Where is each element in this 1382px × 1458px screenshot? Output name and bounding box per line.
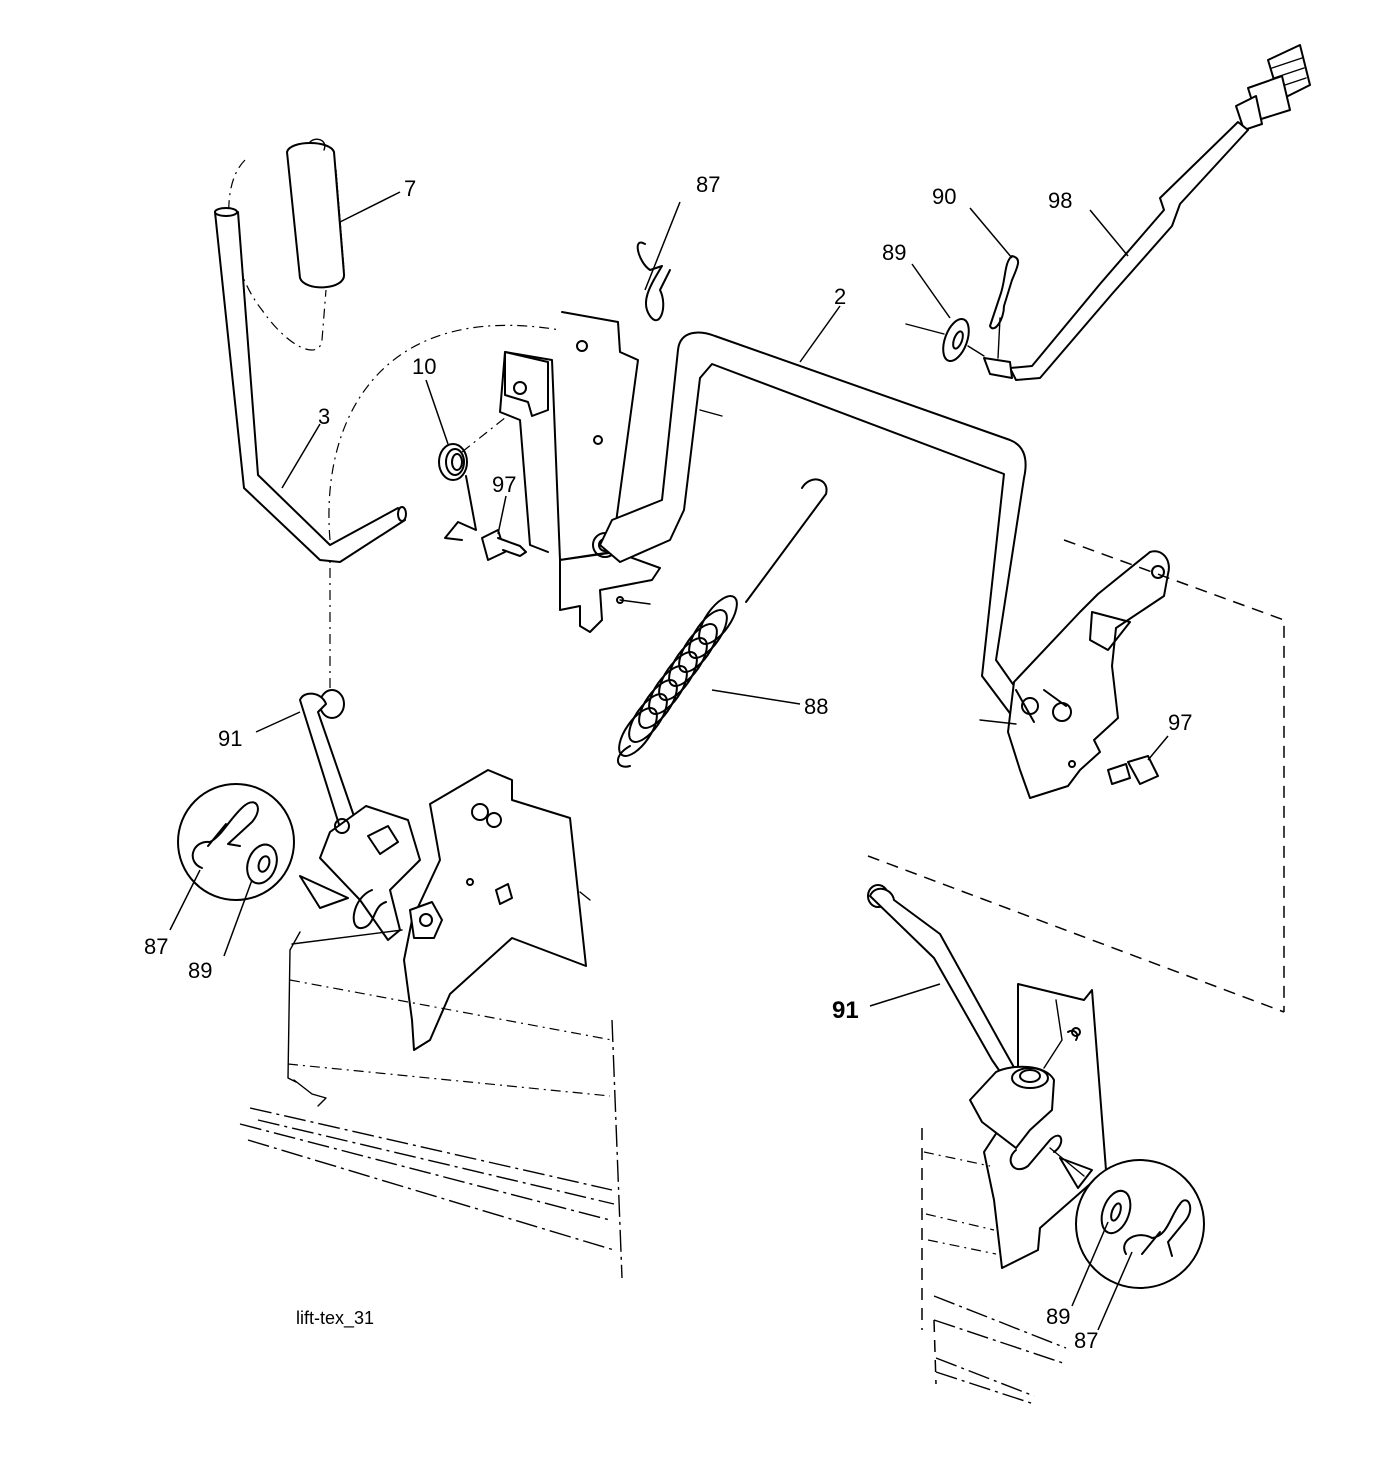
callout-98: 98 [1048, 188, 1072, 213]
callout-90: 90 [932, 184, 956, 209]
part-97-bolt-left [481, 529, 527, 561]
callout-89-detail-left: 89 [188, 958, 212, 983]
alignment-box-right [867, 539, 1285, 1013]
part-97-bolt-right [1107, 735, 1169, 785]
leader-2 [799, 305, 841, 363]
lift-arm-right [979, 550, 1170, 799]
callout-91-right: 91 [832, 997, 859, 1024]
part-2-lift-shaft [599, 331, 1027, 717]
callout-97-right: 97 [1168, 710, 1192, 735]
callout-89-top: 89 [882, 240, 906, 265]
part-10-torsion-spring [438, 443, 477, 541]
callout-87-top: 87 [696, 172, 720, 197]
part-90-clip [969, 207, 1019, 359]
leader-10 [425, 379, 449, 445]
part-87-hairpin-clip-top [636, 201, 681, 322]
figure-id: lift-tex_31 [296, 1308, 374, 1329]
callout-91-left: 91 [218, 726, 242, 751]
leader-7 [339, 191, 401, 223]
callout-7: 7 [404, 176, 416, 201]
detail-circle-right [1049, 1147, 1205, 1331]
callout-88: 88 [804, 694, 828, 719]
detail-circle-left [169, 783, 349, 957]
deck-bracket-left [319, 769, 591, 1051]
part-89-washer-top [905, 263, 985, 363]
callout-2: 2 [834, 284, 846, 309]
callout-3: 3 [318, 404, 330, 429]
grip-phantom-outline [228, 159, 327, 351]
deck-outline-left [239, 929, 623, 1279]
part-91-lift-arm-left [255, 689, 357, 835]
part-7-handle-grip [286, 138, 345, 289]
callout-87-detail-left: 87 [144, 934, 168, 959]
part-91-lift-arm-right [867, 884, 1021, 1087]
callout-89-detail-right: 89 [1046, 1304, 1070, 1329]
handle-phantom-arc [328, 324, 561, 688]
part-98-lift-link [983, 44, 1311, 381]
callout-10: 10 [412, 354, 436, 379]
callout-87-detail-right: 87 [1074, 1328, 1098, 1353]
deck-bracket-right [969, 983, 1107, 1269]
part-3-lift-handle [214, 207, 407, 563]
lift-bracket-upper [499, 311, 661, 633]
part-88-extension-spring [617, 478, 828, 768]
leader-97-left [497, 495, 507, 535]
leader-3 [281, 423, 321, 489]
callout-97-left: 97 [492, 472, 516, 497]
deck-outline-right [921, 1128, 1067, 1405]
